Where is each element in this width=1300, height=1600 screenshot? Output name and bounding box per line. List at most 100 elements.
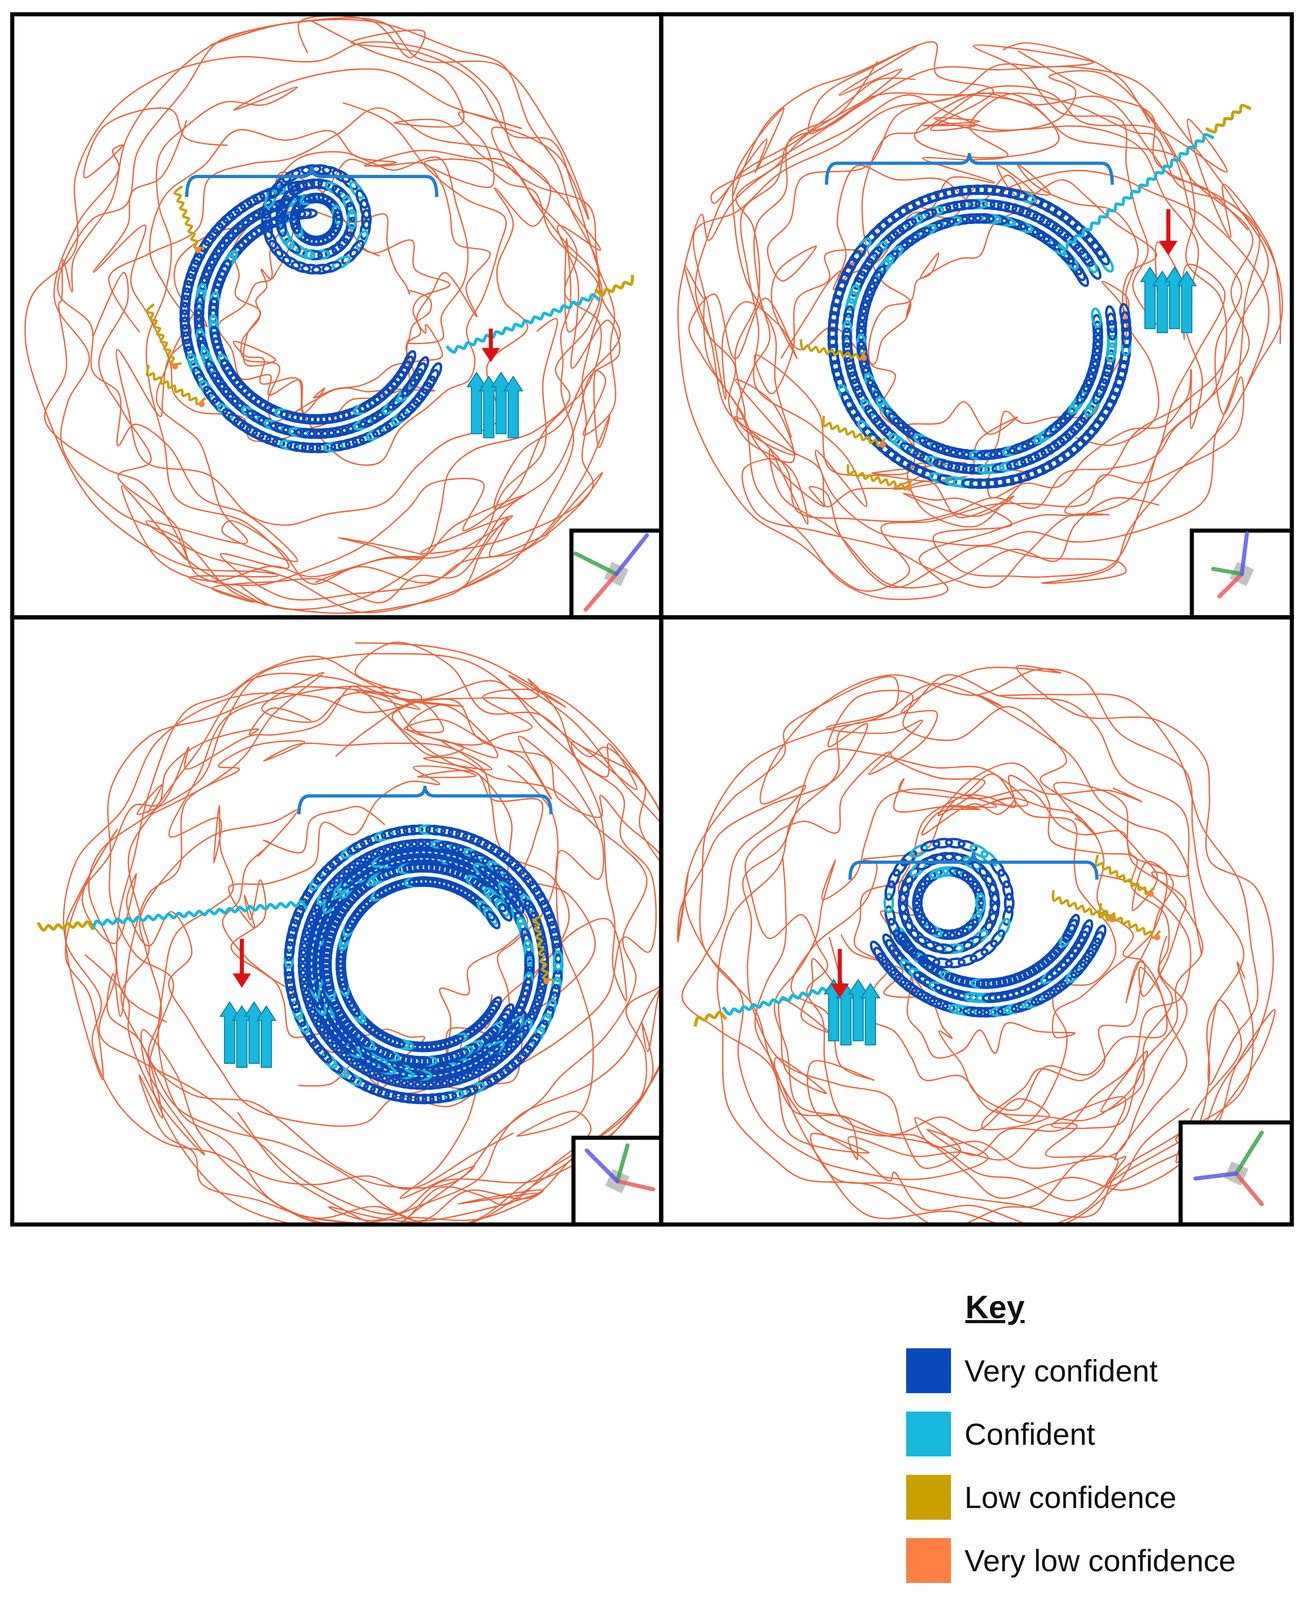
pointer-arrowhead xyxy=(830,983,850,998)
long-helix xyxy=(1057,134,1214,249)
pointer-arrow xyxy=(1166,209,1171,243)
alpha-helix xyxy=(898,849,919,868)
axis-inset xyxy=(1191,530,1292,618)
disordered-loop xyxy=(25,41,620,613)
structure-panel xyxy=(25,15,662,618)
alpha-helix xyxy=(976,893,985,912)
alpha-helix xyxy=(898,938,919,957)
disordered-loop xyxy=(774,782,1167,1135)
helix-end xyxy=(543,977,550,985)
alpha-helix xyxy=(333,209,342,229)
axis-line xyxy=(1195,1173,1237,1178)
low-confidence-helix xyxy=(823,415,886,446)
pointer-arrow xyxy=(239,938,245,976)
beta-strand xyxy=(1140,267,1160,329)
structure-panel xyxy=(678,41,1292,618)
alpha-helix xyxy=(1066,913,1081,934)
long-helix-end xyxy=(1205,105,1251,132)
axis-line xyxy=(575,553,617,574)
alpha-helix xyxy=(427,362,444,383)
disordered-loop xyxy=(93,120,450,442)
disordered-loop xyxy=(93,108,602,586)
axis-inset xyxy=(571,530,662,618)
long-helix-end xyxy=(38,921,93,930)
legend-label: Very low confidence xyxy=(964,1537,1236,1583)
alpha-helix xyxy=(1005,893,1014,912)
alpha-helix xyxy=(1005,893,1014,912)
low-confidence-helix xyxy=(533,915,554,980)
legend-heading: Key xyxy=(965,1288,1025,1326)
structure-panel xyxy=(677,665,1292,1225)
helix-end xyxy=(879,441,886,449)
disordered-loop xyxy=(63,680,637,1189)
helix-end xyxy=(198,401,206,408)
alpha-helix xyxy=(348,209,357,229)
legend-swatch xyxy=(906,1537,952,1583)
structure-panel xyxy=(38,641,662,1225)
alpha-helix xyxy=(261,199,274,219)
disordered-loop xyxy=(146,15,616,610)
legend-entry: Low confidence xyxy=(906,1474,1177,1520)
panel-border xyxy=(661,617,1292,1225)
beta-strand xyxy=(467,372,486,434)
legend-label: Low confidence xyxy=(964,1474,1177,1520)
beta-strand xyxy=(861,983,880,1045)
disordered-loop xyxy=(754,163,1270,490)
axis-line xyxy=(1236,1132,1262,1174)
beta-strand xyxy=(257,1005,276,1067)
alpha-helix xyxy=(509,894,526,915)
low-confidence-helix xyxy=(1099,903,1161,938)
axis-line xyxy=(1241,532,1247,574)
disordered-loop xyxy=(107,641,662,1225)
long-helix-end xyxy=(595,274,633,296)
disordered-loop xyxy=(88,672,662,1215)
alpha-helix xyxy=(1104,305,1117,326)
alpha-helix xyxy=(362,209,371,229)
alpha-helix xyxy=(525,951,534,971)
low-confidence-helix xyxy=(800,339,865,360)
alpha-helix xyxy=(976,893,985,912)
helix-end xyxy=(171,363,179,370)
pointer-arrowhead xyxy=(481,348,501,363)
beta-strand xyxy=(504,376,523,438)
alpha-helix xyxy=(979,849,999,868)
helix-end xyxy=(1147,890,1154,897)
axis-line xyxy=(1213,568,1243,574)
axis-line xyxy=(617,1180,654,1189)
domain-bracket xyxy=(850,851,1097,880)
disordered-loop xyxy=(677,690,1174,1123)
long-helix xyxy=(446,294,600,353)
axis-line xyxy=(1236,1173,1262,1204)
legend-label: Confident xyxy=(964,1411,1095,1457)
panel-border xyxy=(12,14,662,618)
low-confidence-helix xyxy=(147,304,182,365)
alpha-helix xyxy=(273,247,293,266)
beta-strand xyxy=(1177,271,1196,333)
axis-line xyxy=(617,1145,628,1182)
beta-strand xyxy=(1165,267,1184,329)
pointer-arrow xyxy=(488,328,493,350)
low-confidence-helix xyxy=(1095,855,1155,895)
alpha-helix xyxy=(1089,930,1105,951)
axis-inset xyxy=(1180,1122,1292,1225)
domain-bracket xyxy=(826,152,1113,185)
low-confidence-helix xyxy=(174,186,205,249)
panel-border xyxy=(661,14,1292,618)
axis-line xyxy=(585,573,617,610)
alpha-helix xyxy=(1079,918,1095,939)
disordered-loop xyxy=(695,51,1260,578)
panel-border xyxy=(12,617,662,1225)
alpha-helix xyxy=(401,349,418,371)
alpha-helix xyxy=(989,928,1007,949)
pointer-arrow xyxy=(837,948,842,986)
beta-strand xyxy=(491,372,511,434)
alpha-helix xyxy=(990,893,999,912)
axis-line xyxy=(586,1150,618,1181)
legend-swatch xyxy=(906,1411,952,1457)
domain-bracket xyxy=(186,166,437,197)
disordered-loop xyxy=(742,748,1187,1225)
helix-end xyxy=(194,247,201,254)
pointer-arrowhead xyxy=(1159,240,1178,256)
disordered-loop xyxy=(44,17,620,583)
long-helix-end xyxy=(695,1012,726,1026)
